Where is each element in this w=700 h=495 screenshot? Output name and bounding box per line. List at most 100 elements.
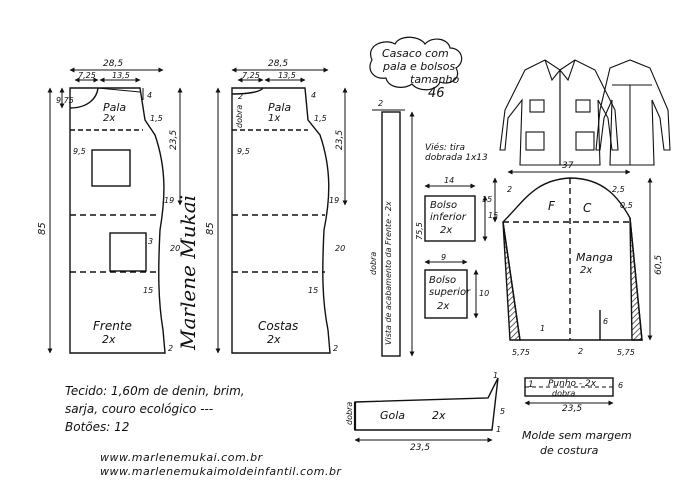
sleeve-width: 37 (562, 161, 574, 171)
back-fold: dobra (235, 104, 244, 128)
facing-strip (381, 111, 401, 357)
front-pocket-gap: 3 (148, 237, 154, 246)
collar-end: 1 (496, 425, 502, 434)
pocket-upper-height: 10 (479, 289, 490, 298)
pocket-lower-title: Bolso (430, 200, 458, 211)
buttons-note: Botões: 12 (65, 420, 130, 434)
title-cloud (369, 36, 463, 91)
sleeve-back-mark: C (583, 201, 592, 215)
cuff-height: 6 (618, 381, 624, 390)
back-side-15: 15 (308, 286, 319, 295)
pocket-lower-shape (424, 195, 476, 242)
bias-label: Viés: tira dobrada 1x13 (425, 143, 488, 163)
cuff-width: 23,5 (562, 404, 583, 414)
front-yoke-offset: 1,5 (150, 114, 163, 123)
sleeve-hem-mark: 2 (578, 347, 584, 356)
title-size: 46 (428, 86, 445, 101)
facing-width: 2 (378, 99, 384, 108)
front-hem: 2 (168, 344, 174, 353)
front-width-total: 28,5 (103, 59, 124, 69)
front-count: 2x (102, 333, 116, 346)
pocket-upper-title: Bolso (429, 275, 457, 286)
title-line3: tamanho (410, 73, 460, 86)
collar-width: 23,5 (410, 443, 431, 453)
sleeve-bottom-right: 5,75 (617, 348, 635, 357)
back-center-mark: 9,5 (237, 147, 250, 156)
facing-fold: dobra (369, 251, 378, 275)
jacket-sketch-back (595, 59, 671, 166)
collar-outline (354, 377, 499, 431)
seam-note-2: de costura (540, 444, 599, 457)
front-side-15: 15 (143, 286, 154, 295)
signature: Marlene Mukai (176, 194, 200, 350)
front-armhole-depth: 23,5 (169, 129, 179, 150)
back-armhole-depth: 23,5 (335, 129, 345, 150)
collar-tip: 1 (493, 371, 499, 380)
sleeve-cap-height: 15 (482, 195, 493, 204)
back-label: Costas (258, 319, 299, 333)
pocket-lower-subtitle: inferior (430, 212, 466, 223)
sleeve-slit: 6 (603, 317, 609, 326)
front-yoke-count: 2x (103, 113, 116, 124)
back-length: 85 (205, 222, 216, 235)
pocket-lower-height: 15 (488, 211, 499, 220)
front-yoke-label: Pala (103, 101, 127, 114)
sleeve-hatch-right (629, 217, 643, 341)
front-shoulder-drop: 4 (147, 91, 153, 100)
front-outline (69, 87, 166, 354)
pocket-lower-width: 14 (444, 176, 455, 185)
front-pocket-x: 9,5 (73, 147, 86, 156)
fabric-note-2: sarja, couro ecológico --- (65, 402, 214, 416)
back-count: 2x (267, 333, 281, 346)
sleeve-count: 2x (580, 265, 593, 276)
pocket-upper-subtitle: superior (429, 287, 471, 298)
front-upper-pocket-mark (91, 149, 131, 187)
pocket-upper-width: 9 (441, 253, 447, 262)
sleeve-length: 60,5 (654, 254, 664, 275)
back-width-total: 28,5 (268, 59, 289, 69)
sleeve-bottom-left: 5,75 (512, 348, 530, 357)
pocket-lower-count: 2x (440, 225, 453, 236)
back-neckline (231, 87, 264, 95)
sleeve-cap-right2: 0,5 (620, 201, 633, 210)
front-neck-drop: 9,75 (56, 96, 74, 105)
sleeve-cap-right: 2,5 (612, 185, 625, 194)
back-yoke-label: Pala (268, 101, 292, 114)
sleeve-hatch-left (502, 221, 521, 341)
back-yoke-count: 1x (268, 113, 281, 124)
back-outline (231, 87, 331, 354)
front-neckline (69, 87, 99, 109)
sleeve-label: Manga (576, 251, 613, 264)
front-side-20: 20 (170, 244, 181, 253)
front-width-neck: 7,25 (78, 71, 96, 80)
sleeve-front-mark: F (548, 199, 555, 213)
front-width-shoulder: 13,5 (112, 71, 130, 80)
collar-height: 5 (500, 407, 506, 416)
footer-url-1: www.marlenemukai.com.br (100, 451, 263, 464)
sleeve-outline (502, 177, 643, 341)
back-side-20: 20 (335, 244, 346, 253)
front-lower-pocket-mark (109, 232, 147, 272)
front-side-19: 19 (164, 196, 175, 205)
sleeve-cap-left: 2 (507, 185, 513, 194)
back-width-shoulder: 13,5 (278, 71, 296, 80)
back-side-19: 19 (329, 196, 340, 205)
collar-fold: dobra (345, 401, 354, 425)
title-line2: pala e bolsos (383, 60, 456, 73)
front-shoulder (97, 87, 141, 93)
back-yoke-offset: 1,5 (314, 114, 327, 123)
pocket-upper-shape (424, 269, 468, 319)
footer-url-2: www.marlenemukaimoldeinfantil.com.br (100, 465, 342, 478)
back-neck-drop: 2 (238, 92, 244, 101)
fabric-note: Tecido: 1,60m de denin, brim, (65, 384, 245, 398)
jacket-sketch-front (499, 59, 619, 166)
back-hem: 2 (333, 344, 339, 353)
sleeve-slit-width: 1 (540, 324, 546, 333)
cuff-mark: 1 (528, 380, 534, 390)
cuff-label: Punho - 2x (548, 379, 597, 389)
facing-label: Vista de acabamento da Frente - 2x (384, 201, 393, 345)
seam-note: Molde sem margem (522, 429, 632, 442)
front-label: Frente (93, 319, 132, 333)
collar-label: Gola (380, 409, 406, 422)
